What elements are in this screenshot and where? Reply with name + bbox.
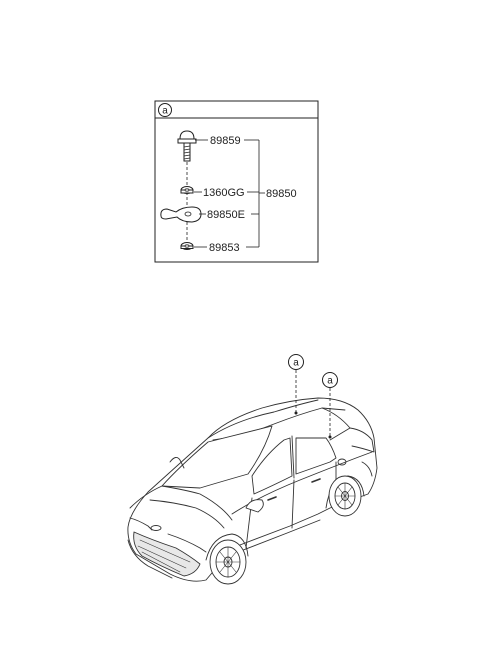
label-bolt: 89859 [210,135,241,147]
car-roof [207,399,319,439]
bracket-icon [160,206,202,223]
detail-callout: a [158,103,172,117]
car-taillight [349,427,375,453]
front-wheel-icon [205,533,249,585]
nut-icon [180,186,194,194]
car-headlight-right [167,533,207,553]
callout-bubble-rear [288,354,304,370]
callout-letter-front: a [327,376,333,387]
label-bracket: 89850E [207,209,245,221]
detail-box-frame [154,100,319,263]
callout-bubble-front [322,372,338,388]
car-grille [133,531,201,577]
callout-letter-rear: a [293,358,299,369]
car-side-mirror [245,499,264,513]
vehicle-callouts: a a [288,354,338,439]
label-assembly: 89850 [266,188,297,200]
label-washer: 89853 [209,242,240,254]
detail-callout-letter: a [162,106,168,117]
label-nut: 1360GG [203,187,245,199]
vehicle-illustration [127,397,378,585]
car-front-side-window [251,437,293,495]
car-hood [129,485,233,521]
assembly-bracket-lines [244,139,265,248]
detail-box: a [154,100,319,263]
rear-wheel-icon [325,475,365,517]
car-headlight-left [129,517,153,531]
car-rear-side-window [295,437,337,475]
bolt-icon [177,130,197,162]
car-windshield [161,425,273,489]
washer-icon [180,242,194,250]
car-emblem [150,525,162,531]
